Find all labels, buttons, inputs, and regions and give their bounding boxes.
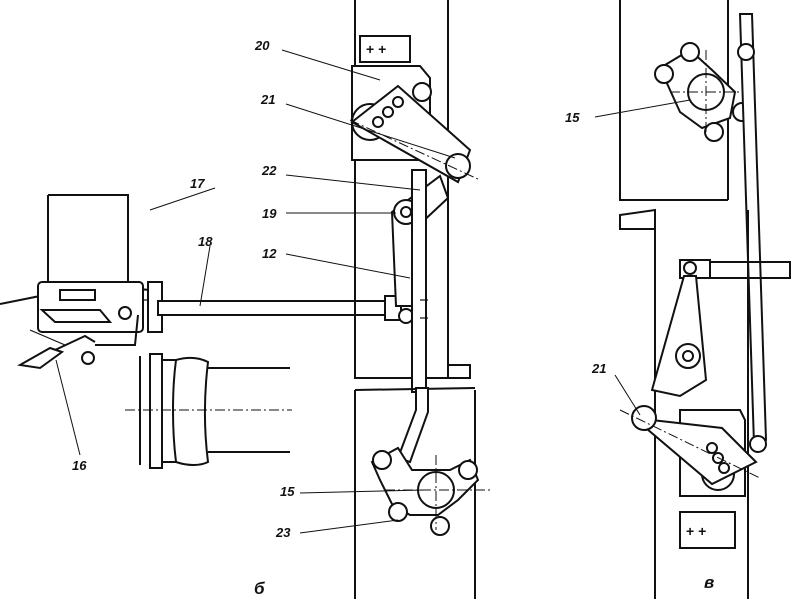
callout-22: 22: [261, 163, 277, 178]
lever-assembly-16: [0, 281, 163, 370]
lower-beam-v: + +: [619, 208, 749, 599]
caption-v: в: [704, 573, 714, 592]
callout-15-b: 15: [280, 484, 295, 499]
callout-21-b: 21: [260, 92, 275, 107]
callout-17: 17: [190, 176, 205, 191]
callout-16: 16: [72, 458, 87, 473]
callout-21-v: 21: [591, 361, 606, 376]
cross-shaft-v: [679, 259, 791, 279]
callout-18: 18: [198, 234, 213, 249]
callout-20: 20: [254, 38, 270, 53]
leader-lines: [55, 49, 691, 534]
callout-12: 12: [262, 246, 277, 261]
plate-mark-bottom-v: + +: [686, 523, 706, 539]
caption-b: б: [254, 579, 265, 598]
rod-bend-b: [396, 387, 429, 464]
housing-17: [47, 194, 129, 283]
callout-23: 23: [275, 525, 291, 540]
crank-21-b: [349, 82, 481, 184]
callout-19: 19: [262, 206, 277, 221]
clamp-15-v: [654, 42, 752, 142]
pipe-section: [125, 353, 292, 469]
rod-18: [157, 295, 402, 321]
arm-v: [650, 275, 708, 398]
callout-15-v: 15: [565, 110, 580, 125]
plate-mark-top-b: + +: [366, 41, 386, 57]
clamp-15-b: [370, 446, 490, 536]
push-rod-12: [411, 169, 428, 393]
long-rod-v: [737, 13, 768, 453]
